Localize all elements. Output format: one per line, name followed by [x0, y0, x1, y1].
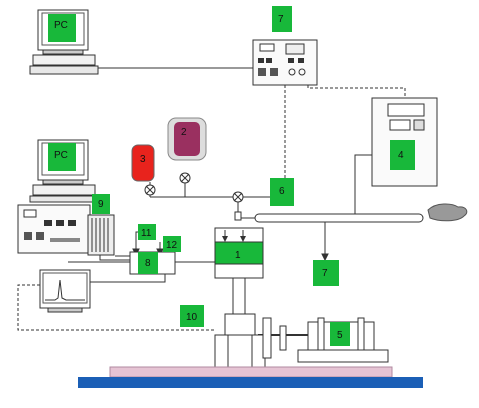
label-box-11 [138, 224, 156, 240]
label-7-top: 7 [278, 14, 284, 25]
label-11: 11 [141, 228, 152, 239]
gas-cylinder-3: 3 [131, 144, 156, 196]
label-12: 12 [166, 240, 178, 251]
pc-top: PC [29, 9, 99, 75]
pc-left-label: PC [54, 150, 68, 161]
label-box-7-bottom [313, 260, 339, 286]
controller-7: 7 [252, 6, 318, 86]
label-8: 8 [145, 258, 151, 269]
exhaust-pipe [240, 213, 424, 223]
data-acquisition-9: 9 [17, 194, 115, 256]
label-4: 4 [398, 150, 404, 161]
engine-cylinder-1: 1 [214, 211, 287, 368]
floor [78, 377, 423, 388]
pc-left: PC [29, 139, 99, 203]
label-box-8 [138, 252, 158, 274]
label-1: 1 [235, 250, 241, 261]
label-9: 9 [98, 199, 104, 210]
label-box-6 [270, 178, 294, 206]
exhaust-analyzer-4: 4 [371, 97, 438, 187]
exhaust-plume [427, 203, 468, 222]
pc-top-label: PC [54, 20, 68, 31]
gas-cylinder-2: 2 [167, 117, 207, 184]
base-plate [109, 366, 393, 378]
mixing-valve [232, 191, 244, 203]
label-3: 3 [140, 154, 146, 165]
label-10: 10 [186, 312, 198, 323]
label-2: 2 [181, 127, 187, 138]
label-box-12 [163, 236, 181, 252]
oscilloscope [39, 269, 91, 313]
label-6: 6 [279, 186, 285, 197]
dynamometer-5: 5 [297, 317, 389, 363]
label-5: 5 [337, 330, 343, 341]
label-box-10 [180, 305, 204, 327]
label-7-bottom: 7 [322, 268, 328, 279]
